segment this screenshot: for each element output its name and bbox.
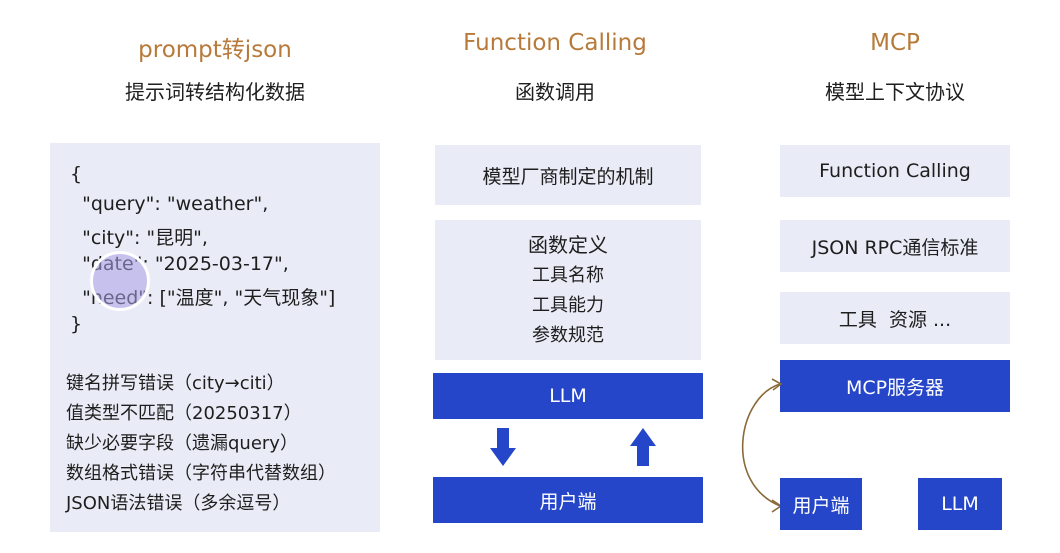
mcp-layer-jsonrpc: JSON RPC通信标准 xyxy=(780,220,1010,272)
json-line: } xyxy=(70,313,83,335)
mcp-layer-function-calling: Function Calling xyxy=(780,145,1010,197)
mcp-layer-tools-resources: 工具 资源 ... xyxy=(780,292,1010,344)
error-item: 数组格式错误（字符串代替数组） xyxy=(66,463,336,484)
arrow-up-icon xyxy=(630,428,656,466)
json-panel: { "query": "weather", "city": "昆明", "dat… xyxy=(50,143,380,532)
vendor-mechanism-box: 模型厂商制定的机制 xyxy=(435,145,701,205)
error-item: 值类型不匹配（20250317） xyxy=(66,403,302,424)
function-definition-item: 工具名称 xyxy=(532,265,604,286)
function-definition-item: 参数规范 xyxy=(532,325,604,346)
error-item: 缺少必要字段（遗漏query） xyxy=(66,433,298,454)
column-title-mcp: MCP xyxy=(870,30,920,56)
mcp-server-box: MCP服务器 xyxy=(780,360,1010,412)
column-subtitle-mcp: 模型上下文协议 xyxy=(825,80,965,104)
json-line: "city": "昆明", xyxy=(70,227,208,249)
column-title-prompt-json: prompt转json xyxy=(138,37,292,63)
llm-box: LLM xyxy=(433,373,703,419)
column-subtitle-function-calling: 函数调用 xyxy=(515,80,595,104)
mcp-llm-box: LLM xyxy=(918,478,1002,530)
error-item: JSON语法错误（多余逗号） xyxy=(66,493,291,514)
json-line: { xyxy=(70,163,83,185)
curved-arrow-icon xyxy=(742,378,783,513)
client-box: 用户端 xyxy=(433,477,703,523)
column-subtitle-prompt-json: 提示词转结构化数据 xyxy=(125,80,305,104)
function-definition-title: 函数定义 xyxy=(528,233,608,257)
function-definition-item: 工具能力 xyxy=(532,295,604,316)
json-line: "query": "weather", xyxy=(70,193,269,215)
function-definition-box: 函数定义 工具名称 工具能力 参数规范 xyxy=(435,220,701,360)
column-title-function-calling: Function Calling xyxy=(463,30,647,56)
mcp-client-box: 用户端 xyxy=(780,478,862,530)
arrow-down-icon xyxy=(490,428,516,466)
cursor-highlight xyxy=(90,251,150,311)
error-item: 键名拼写错误（city→citi） xyxy=(66,373,285,394)
